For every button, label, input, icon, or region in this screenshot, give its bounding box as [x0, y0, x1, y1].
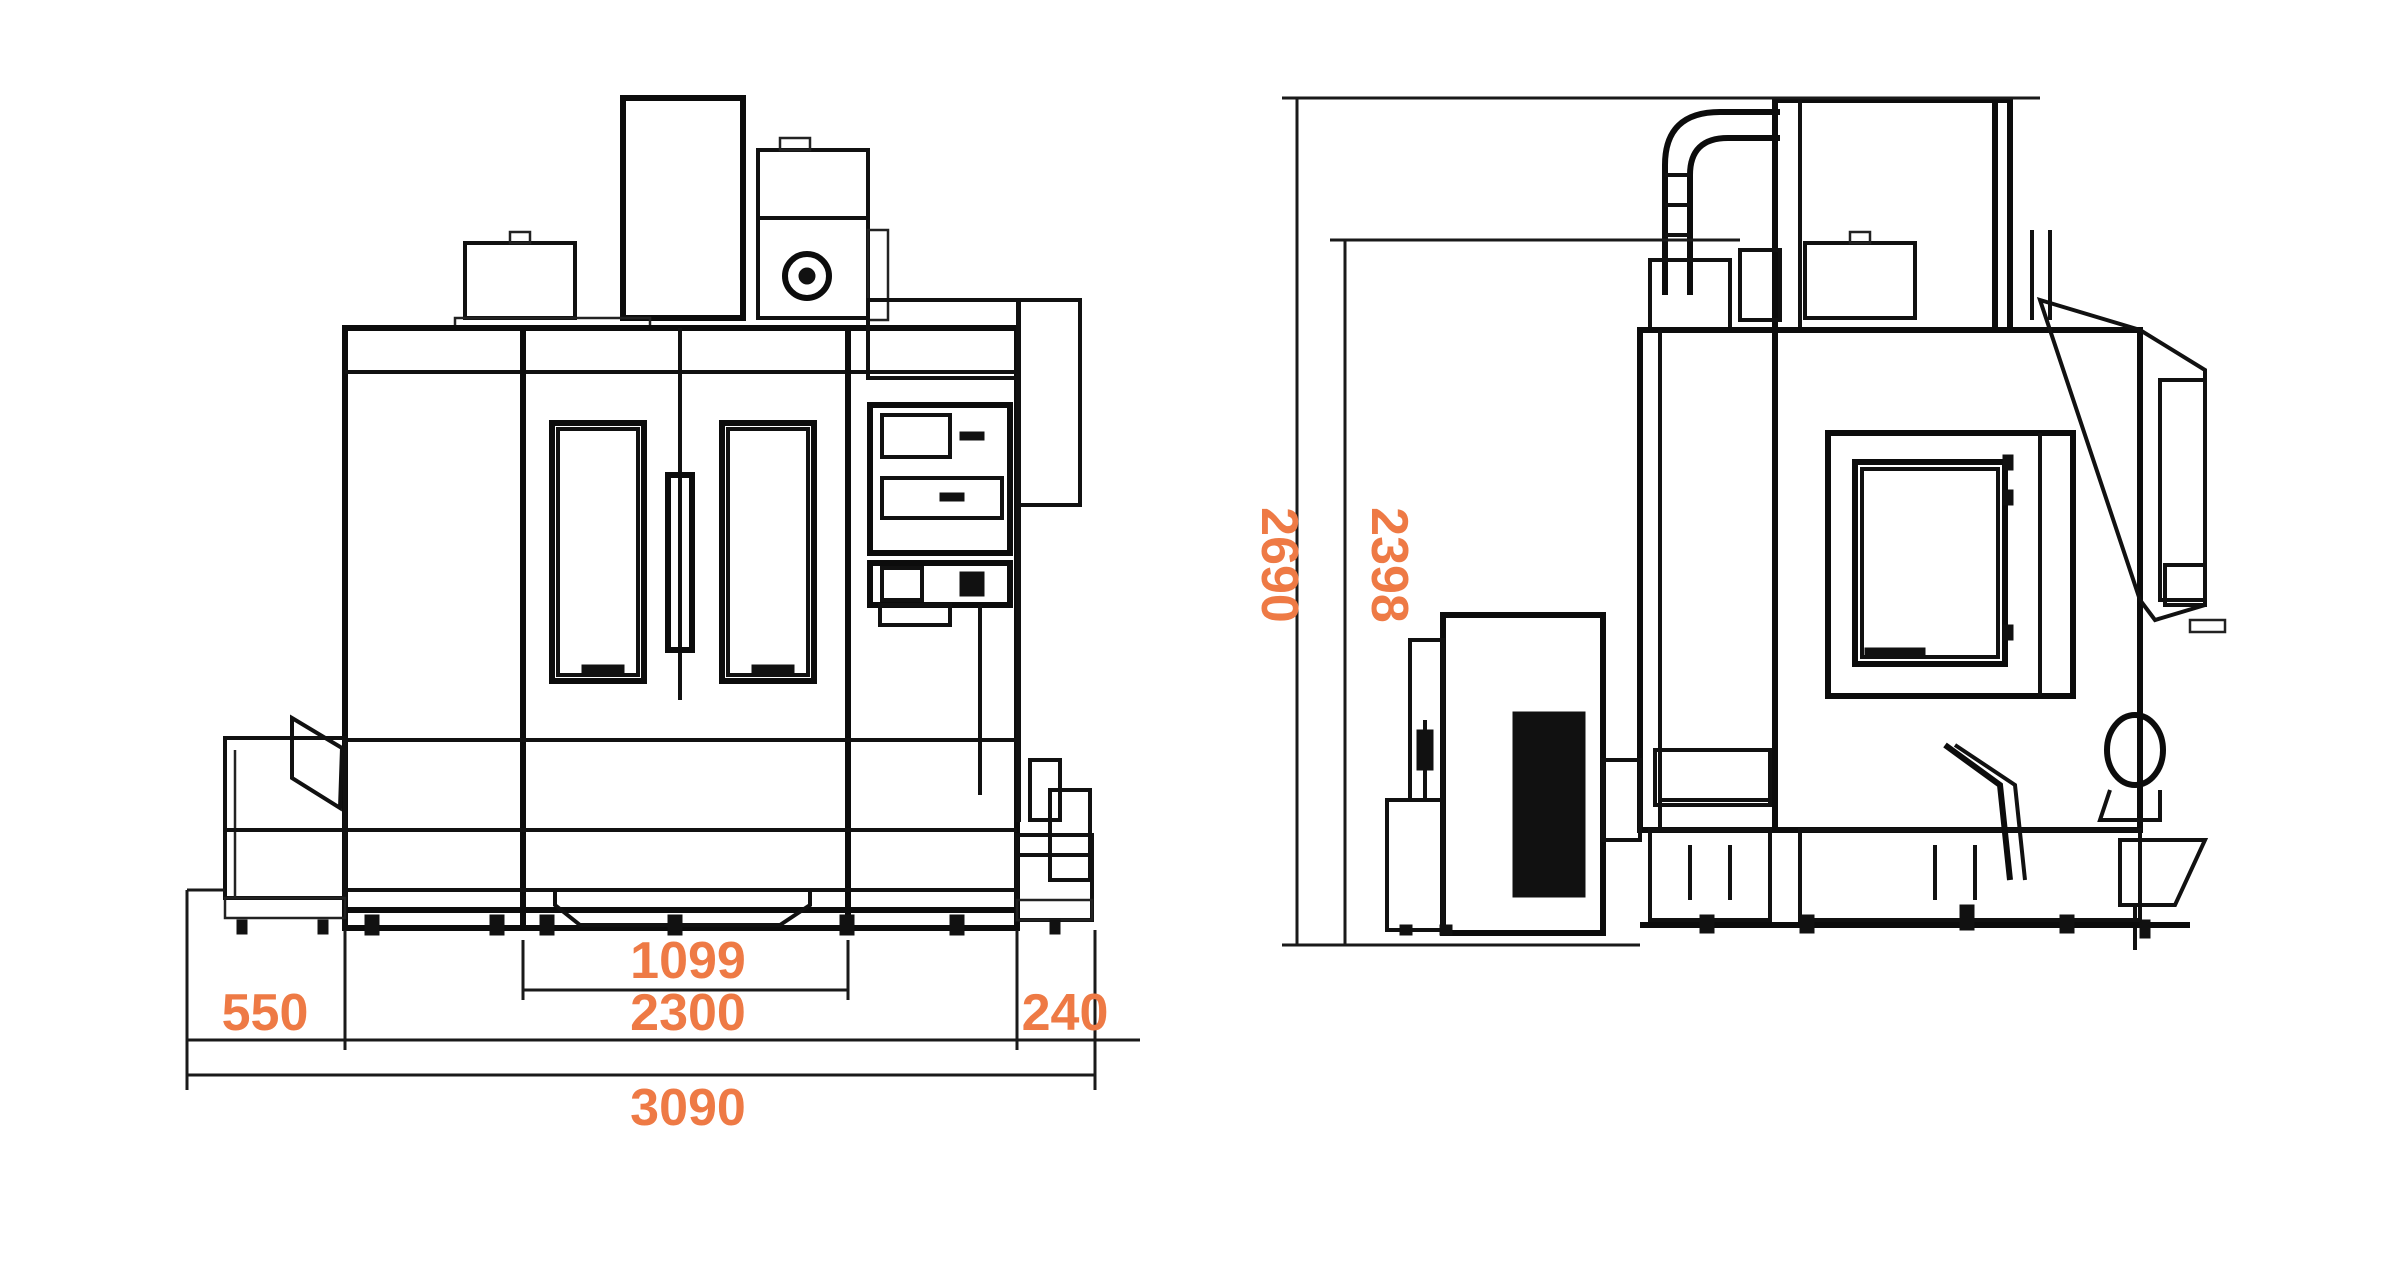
dim-label-3090: 3090	[630, 1079, 746, 1137]
column-and-cable-carrier	[1648, 97, 2013, 333]
front-dimension-lines	[185, 888, 1140, 1090]
side-dimension-lines	[1282, 96, 2040, 947]
side-coolant-tank	[1385, 612, 1642, 936]
machine-base	[223, 888, 1094, 936]
spindle-head	[620, 95, 890, 322]
dim-label-2690: 2690	[1250, 507, 1308, 623]
coolant-tank-right	[1015, 833, 1094, 922]
dim-label-2300: 2300	[630, 984, 746, 1042]
front-enclosure	[342, 325, 1020, 931]
front-view: 1099 2300 550 240 3090	[185, 95, 1140, 1137]
chip-conveyor-left	[223, 714, 347, 900]
side-enclosure	[1637, 230, 2227, 833]
side-window	[1825, 430, 2076, 699]
dim-label-240: 240	[1022, 984, 1109, 1042]
side-view: 2690 2398	[1250, 96, 2227, 950]
dim-label-2398: 2398	[1360, 507, 1418, 623]
dim-label-1099: 1099	[630, 932, 746, 990]
control-panel	[866, 298, 1092, 882]
side-base	[1640, 712, 2209, 950]
dim-label-550: 550	[222, 984, 309, 1042]
door-windows	[549, 420, 817, 684]
